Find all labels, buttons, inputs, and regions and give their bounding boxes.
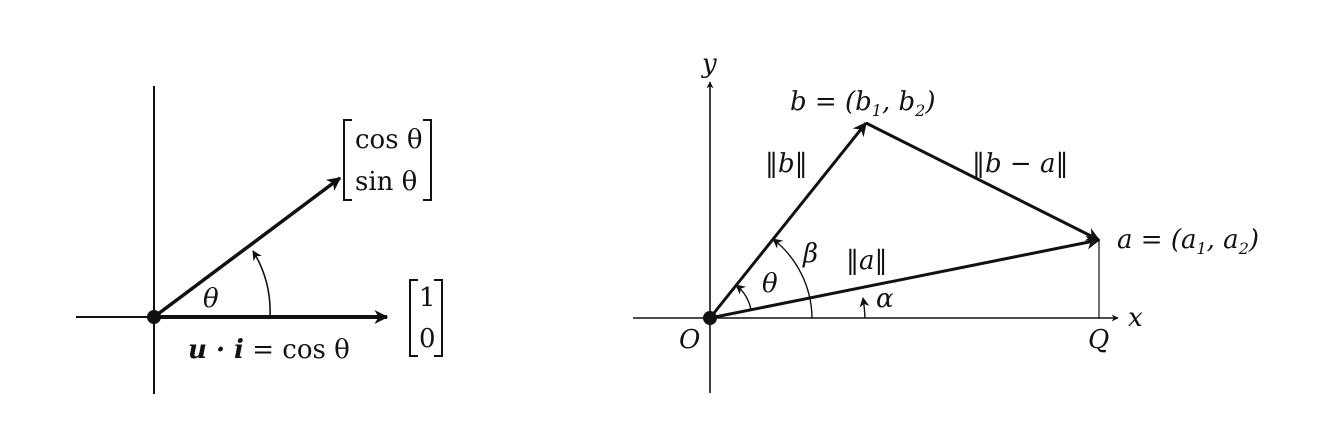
unit-vector-u [152, 176, 342, 319]
point-b-label: b = (b1, b2) [790, 87, 935, 120]
matrix-top-entry: cos θ [355, 125, 422, 155]
x-axis-label: x [1128, 303, 1143, 333]
matrix-bottom-entry: sin θ [355, 167, 417, 197]
norm-a-label: ‖a‖ [846, 246, 888, 276]
alpha-label: α [876, 284, 894, 314]
vector-b-minus-a [865, 121, 1101, 242]
y-axis-label: y [701, 49, 717, 79]
right-origin-dot [703, 311, 717, 325]
left-angle-label: θ [203, 284, 219, 314]
point-a-label: a = (a1, a2) [1117, 225, 1259, 258]
unit-right-bracket [434, 279, 443, 357]
unit-matrix: 1 0 [409, 279, 443, 357]
matrix-right-bracket [423, 119, 432, 201]
left-origin-dot [147, 310, 161, 324]
norm-b-minus-a-label: ‖b − a‖ [972, 149, 1068, 179]
dot-product-equation: u · i = cos θ [188, 335, 350, 365]
vector-matrix: cos θ sin θ [343, 119, 432, 201]
origin-label: O [679, 325, 700, 355]
vector-a [709, 235, 1101, 320]
arc-theta [735, 284, 752, 311]
unit-bottom-entry: 0 [419, 324, 436, 354]
right-diagram: y x O Q b = (b1, b2) a = (a1, a2) ‖b‖ ‖b… [633, 49, 1259, 393]
beta-label: β [802, 239, 818, 269]
theta-label: θ [762, 269, 778, 299]
foot-label: Q [1088, 325, 1109, 355]
arc-beta [772, 238, 813, 319]
norm-b-label: ‖b‖ [765, 149, 808, 179]
matrix-left-bracket [343, 119, 352, 201]
left-diagram: θ cos θ sin θ 1 0 u · i = cos θ [76, 86, 443, 394]
arc-alpha [859, 297, 870, 319]
unit-top-entry: 1 [419, 283, 436, 313]
unit-left-bracket [409, 279, 418, 357]
left-angle-arc [252, 250, 271, 318]
